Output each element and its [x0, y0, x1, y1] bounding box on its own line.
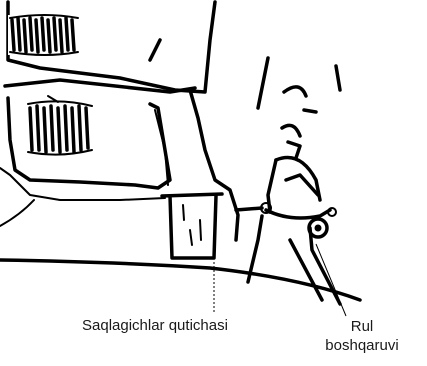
fuse-box-label: Saqlagichlar qutichasi: [82, 316, 228, 335]
steering-label: Rul boshqaruvi: [318, 317, 406, 355]
lower-vent-grille: [28, 96, 92, 155]
steering-column: [248, 58, 340, 304]
fuse-box: [162, 194, 222, 258]
steering-label-line1: Rul: [318, 317, 406, 336]
leader-line-steering: [316, 244, 346, 316]
upper-vent-grille: [8, 15, 80, 55]
steering-label-line2: boshqaruvi: [318, 336, 406, 355]
